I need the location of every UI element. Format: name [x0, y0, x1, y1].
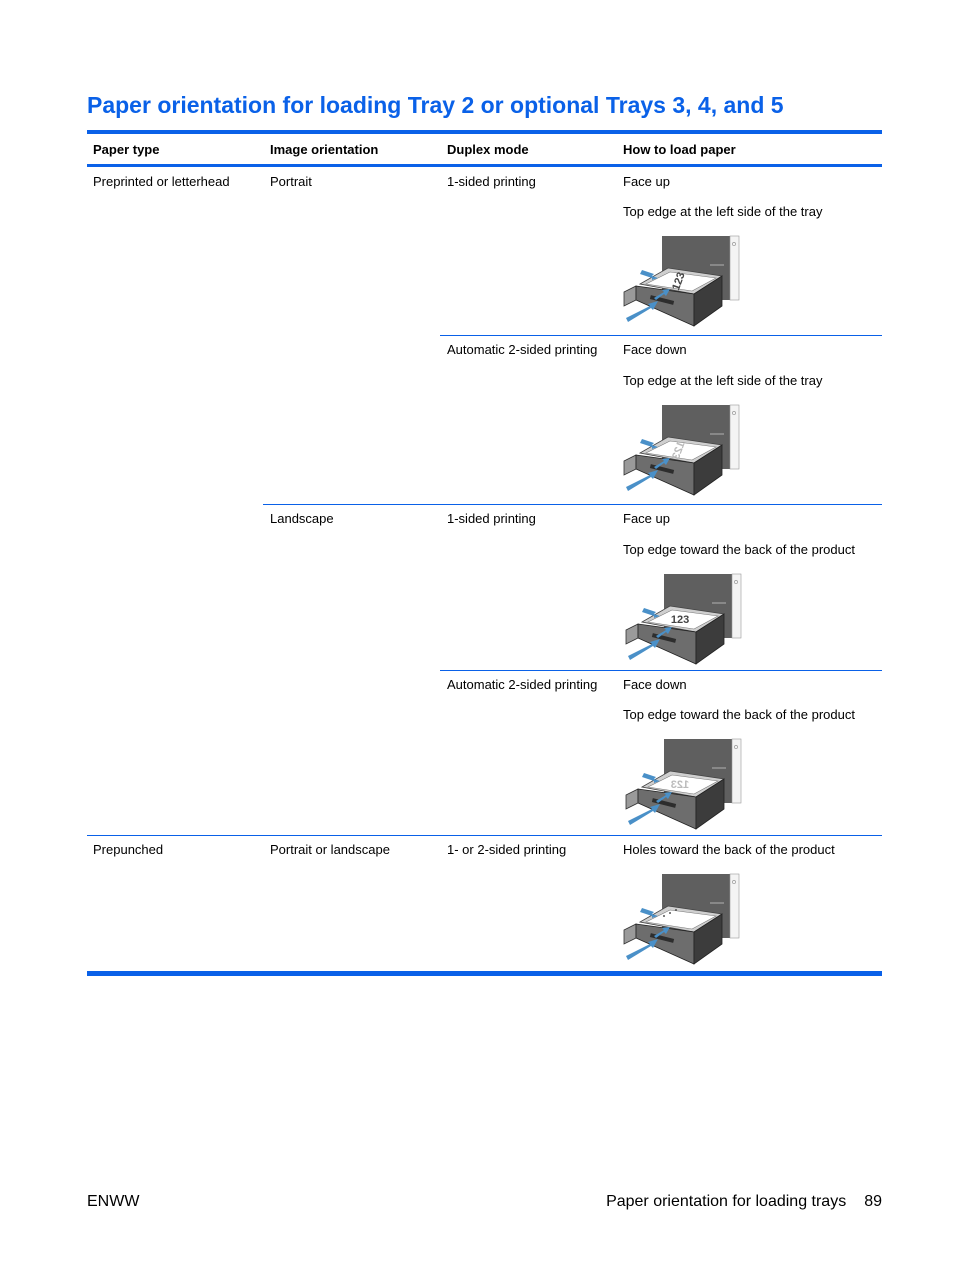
cell-load-line1: Face up — [623, 174, 670, 189]
footer-right: Paper orientation for loading trays 89 — [588, 1193, 882, 1211]
tray-prepunched-icon — [620, 872, 742, 967]
cell-paper-type: Preprinted or letterhead — [93, 174, 230, 189]
paper-mark: 123 — [671, 614, 689, 626]
header-rule — [87, 164, 882, 167]
tray-landscape-face-down-icon: 123 — [622, 737, 744, 832]
row-divider — [440, 670, 882, 671]
row-divider — [263, 504, 882, 505]
cell-duplex-mode: 1- or 2-sided printing — [447, 842, 567, 857]
table-top-rule — [87, 130, 882, 134]
tray-portrait-face-up-icon: 123 — [620, 234, 742, 329]
cell-duplex-mode: 1-sided printing — [447, 174, 536, 189]
header-paper-type: Paper type — [93, 142, 160, 157]
cell-load-line1: Face down — [623, 677, 687, 692]
cell-load-line1: Face down — [623, 342, 687, 357]
table-bottom-rule — [87, 971, 882, 976]
footer-section-title: Paper orientation for loading trays — [606, 1193, 847, 1210]
cell-image-orientation: Landscape — [270, 511, 334, 526]
cell-load-line2: Top edge toward the back of the product — [623, 542, 855, 557]
cell-load-line2: Top edge at the left side of the tray — [623, 373, 823, 388]
header-duplex-mode: Duplex mode — [447, 142, 529, 157]
tray-landscape-face-up-icon: 123 — [622, 572, 744, 667]
paper-mark: 123 — [671, 779, 689, 791]
cell-load-line2: Top edge toward the back of the product — [623, 707, 855, 722]
row-divider — [87, 835, 882, 836]
footer-left-label: ENWW — [87, 1193, 140, 1210]
page-number: 89 — [864, 1193, 882, 1210]
tray-portrait-face-down-icon: 123 — [620, 403, 742, 498]
cell-duplex-mode: Automatic 2-sided printing — [447, 342, 598, 357]
row-divider — [440, 335, 882, 336]
cell-paper-type: Prepunched — [93, 842, 164, 857]
cell-duplex-mode: Automatic 2-sided printing — [447, 677, 598, 692]
cell-load-line1: Face up — [623, 511, 670, 526]
header-how-to-load: How to load paper — [623, 142, 736, 157]
paper-mark: 123 — [670, 440, 688, 461]
header-image-orientation: Image orientation — [270, 142, 379, 157]
cell-load-line1: Holes toward the back of the product — [623, 842, 835, 857]
cell-image-orientation: Portrait — [270, 174, 312, 189]
paper-mark: 123 — [670, 271, 688, 292]
page-title: Paper orientation for loading Tray 2 or … — [87, 92, 784, 118]
cell-duplex-mode: 1-sided printing — [447, 511, 536, 526]
cell-image-orientation: Portrait or landscape — [270, 842, 390, 857]
cell-load-line2: Top edge at the left side of the tray — [623, 204, 823, 219]
